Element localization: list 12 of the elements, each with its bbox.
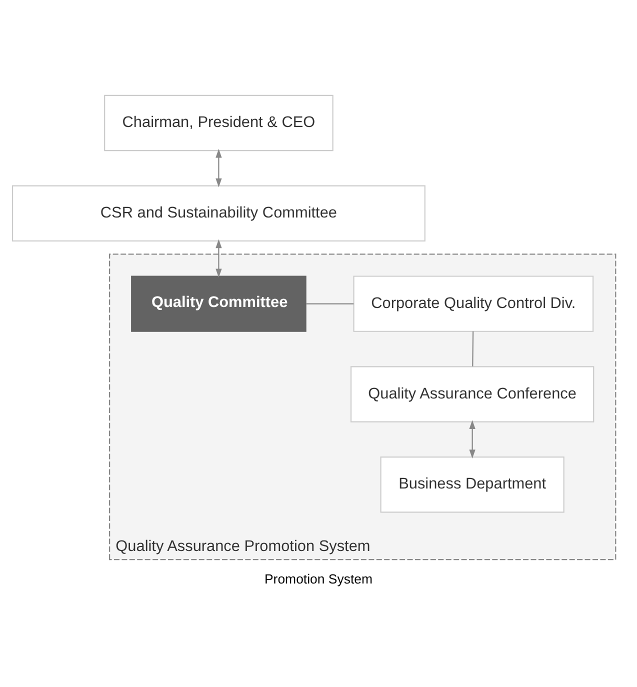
connector <box>306 303 354 304</box>
node-box: Quality Committee <box>131 276 306 332</box>
arrow <box>216 148 222 188</box>
node-box: Quality Assurance Conference <box>350 366 594 422</box>
node-box: Business Department <box>380 456 564 513</box>
connector <box>472 331 474 366</box>
arrow <box>469 420 476 458</box>
node-box: Chairman, President & CEO <box>104 94 334 152</box>
node-box: CSR and Sustainability Committee <box>12 185 426 242</box>
node-box: Corporate Quality Control Div. <box>353 276 594 332</box>
arrow <box>216 239 222 278</box>
caption: Promotion System <box>264 571 372 586</box>
